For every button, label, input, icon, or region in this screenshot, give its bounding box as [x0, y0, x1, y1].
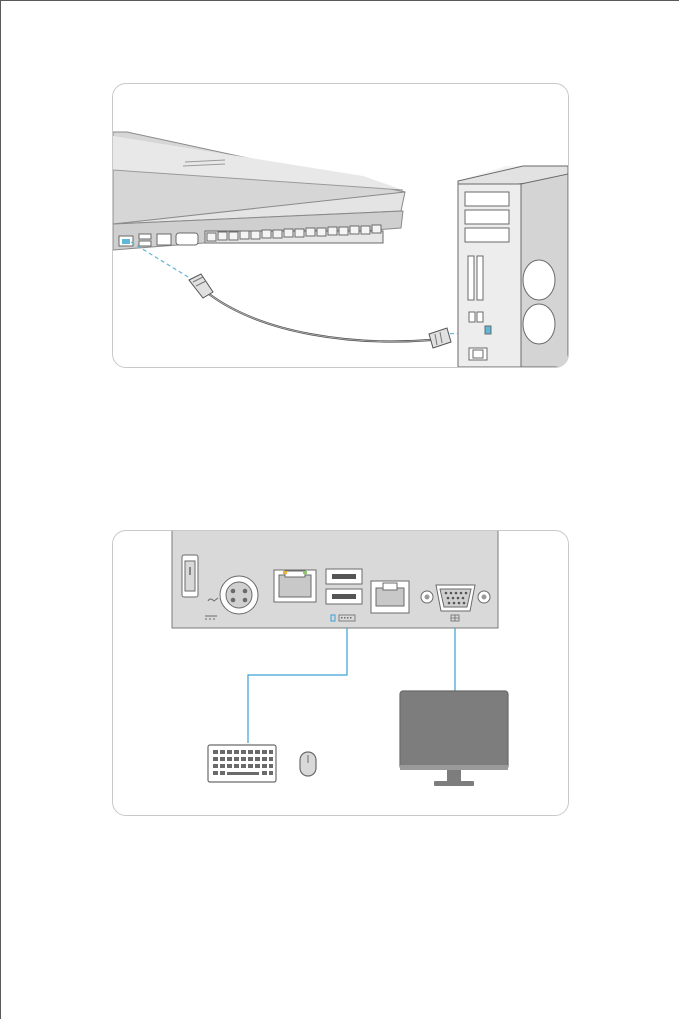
- ethernet-cable: [209, 294, 431, 341]
- rj45-plug-right: [429, 328, 451, 348]
- usb-connection-line: [248, 628, 347, 743]
- mouse-icon: [300, 752, 316, 776]
- peripheral-diagram: [113, 531, 568, 815]
- pc-network-port: [485, 326, 491, 334]
- rj45-plug-left: [189, 274, 213, 298]
- pc-tower: [458, 166, 568, 367]
- keyboard-icon: [208, 745, 276, 782]
- network-diagram-panel: [112, 83, 569, 368]
- usb-port-upper: [139, 234, 151, 239]
- monitor-icon: [400, 691, 508, 786]
- cable-guide-left: [131, 242, 193, 280]
- power-switch: [182, 555, 198, 597]
- usb-port-lower: [139, 241, 151, 246]
- peripheral-diagram-panel: [112, 530, 569, 816]
- network-diagram: [113, 84, 568, 367]
- network-port: [274, 570, 316, 602]
- lan-port: [157, 234, 171, 245]
- nvr-device: [113, 132, 405, 250]
- lan-port: [371, 581, 409, 613]
- vga-port: [176, 233, 198, 245]
